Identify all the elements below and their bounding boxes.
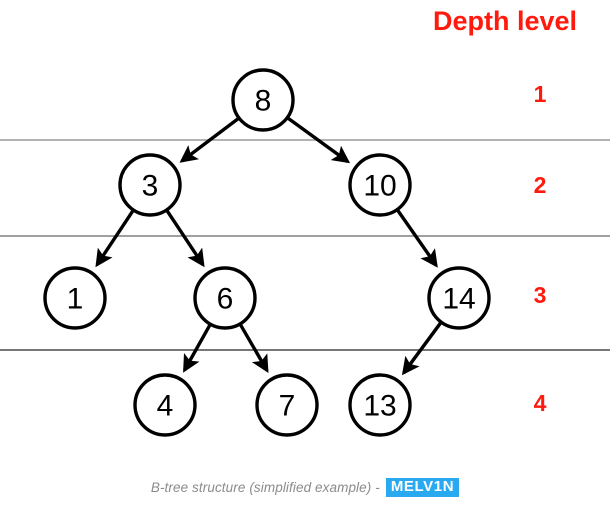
node-circle (348, 373, 412, 437)
node-circle (133, 373, 197, 437)
tree-edge (183, 324, 212, 373)
tree-edges (95, 116, 442, 376)
node-circle (43, 266, 107, 330)
tree-node-10[interactable]: 10 (348, 153, 412, 217)
melvin-badge: MELV1N (385, 478, 460, 497)
tree-node-14[interactable]: 14 (427, 266, 491, 330)
tree-edge (287, 116, 351, 164)
tree-node-3[interactable]: 3 (118, 153, 182, 217)
node-value: 1 (67, 283, 84, 316)
caption-label: B-tree structure (simplified example) - (150, 480, 380, 495)
tree-node-7[interactable]: 7 (255, 373, 319, 437)
depth-level-4: 4 (533, 390, 547, 416)
tree-node-4[interactable]: 4 (133, 373, 197, 437)
node-value: 14 (442, 283, 475, 316)
node-circle (348, 153, 412, 217)
depth-divider-lines (0, 139, 610, 351)
tree-edge (401, 321, 442, 376)
tree-node-13[interactable]: 13 (348, 373, 412, 437)
node-value: 10 (363, 170, 396, 203)
node-circle (255, 373, 319, 437)
node-value: 3 (142, 170, 159, 203)
node-value: 13 (363, 390, 396, 423)
tree-node-8[interactable]: 8 (231, 68, 295, 132)
caption: B-tree structure (simplified example) - M… (0, 478, 610, 497)
node-circle (193, 266, 257, 330)
tree-node-1[interactable]: 1 (43, 266, 107, 330)
tree-edge (179, 117, 240, 163)
node-value: 6 (217, 283, 234, 316)
depth-level-title: Depth level (432, 6, 578, 36)
node-value: 7 (279, 390, 296, 423)
tree-edge (95, 209, 135, 268)
tree-edge (165, 209, 205, 268)
node-value: 8 (255, 85, 272, 118)
tree-edge (396, 209, 438, 268)
depth-level-1: 1 (533, 81, 547, 107)
depth-level-3: 3 (533, 282, 547, 308)
tree-nodes: 8 3 10 1 6 14 4 7 13 (43, 68, 491, 437)
node-circle (427, 266, 491, 330)
node-value: 4 (157, 390, 174, 423)
tree-node-6[interactable]: 6 (193, 266, 257, 330)
tree-edge (239, 323, 269, 374)
node-circle (231, 68, 295, 132)
depth-level-2: 2 (533, 172, 547, 198)
node-circle (118, 153, 182, 217)
